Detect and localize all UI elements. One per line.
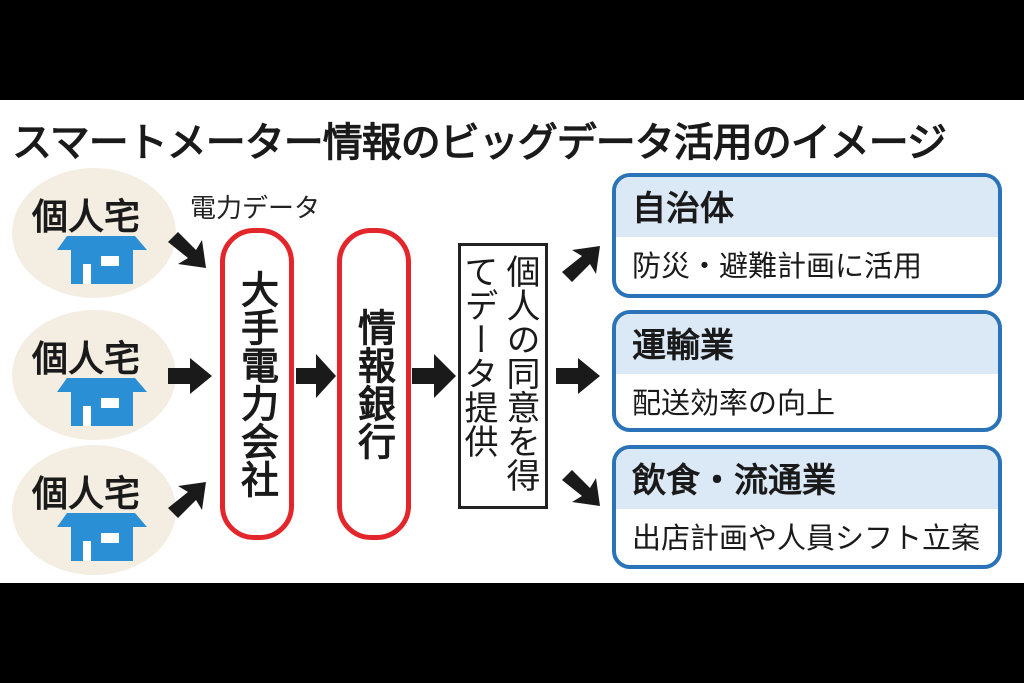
diagram: スマートメーター情報のビッグデータ活用のイメージ 個人宅 個人宅 個人宅 電力デ… — [0, 100, 1024, 583]
user-use: 出店計画や人員シフト立案 — [632, 521, 981, 555]
household-2: 個人宅 — [12, 310, 176, 440]
consent-box: 個人の同意を得てデータ提供 — [458, 243, 548, 509]
household-label: 個人宅 — [32, 474, 141, 515]
info-bank: 情報銀行 — [337, 228, 411, 540]
household-3: 個人宅 — [12, 445, 176, 575]
arrow-icon — [556, 358, 600, 394]
house-icon — [57, 378, 147, 426]
arrow-icon — [168, 358, 212, 394]
user-name: 運輸業 — [616, 314, 998, 374]
user-name: 自治体 — [616, 177, 998, 237]
user-use: 配送効率の向上 — [632, 386, 836, 420]
user-use: 防災・避難計画に活用 — [632, 249, 923, 283]
user-name: 飲食・流通業 — [616, 449, 998, 509]
user-transport: 運輸業 配送効率の向上 — [612, 310, 1002, 432]
house-icon — [57, 513, 147, 561]
arrow-icon — [562, 246, 600, 282]
household-1: 個人宅 — [12, 168, 176, 298]
household-label: 個人宅 — [32, 339, 141, 380]
arrow-icon — [412, 354, 456, 398]
user-food-retail: 飲食・流通業 出店計画や人員シフト立案 — [612, 445, 1002, 569]
household-label: 個人宅 — [32, 197, 141, 238]
house-icon — [57, 236, 147, 284]
user-local-government: 自治体 防災・避難計画に活用 — [612, 173, 1002, 298]
arrow-icon — [562, 470, 600, 506]
diagram-title: スマートメーター情報のビッグデータ活用のイメージ — [12, 120, 947, 166]
power-company: 大手電力会社 — [220, 228, 294, 540]
arrows — [168, 232, 600, 518]
flow-label: 電力データ — [190, 194, 321, 224]
arrow-icon — [168, 482, 206, 518]
arrow-icon — [168, 232, 206, 268]
arrow-icon — [296, 354, 336, 398]
